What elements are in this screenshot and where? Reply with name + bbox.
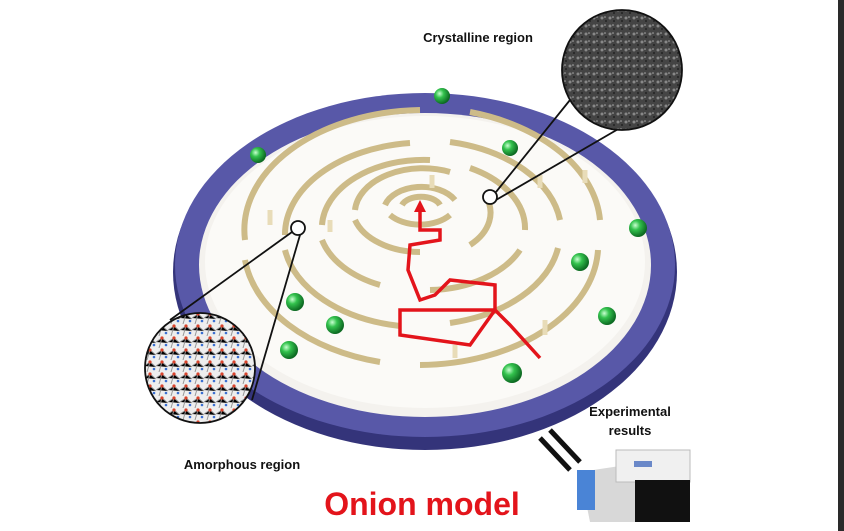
spectrometer-instrument [577, 449, 691, 522]
green-balls [250, 88, 647, 383]
maze-wall-spokes [267, 170, 588, 358]
sem-image [561, 9, 683, 131]
right-edge-border [838, 0, 844, 531]
equals-sign [538, 428, 582, 472]
molecular-simulation-image [144, 312, 256, 424]
onion-model-title: Onion model [324, 486, 520, 522]
amorphous-region-label: Amorphous region [183, 457, 301, 472]
experimental-results-label: Experimental results [589, 404, 671, 438]
amorphous-callout [144, 220, 306, 424]
crystalline-region-label: Crystalline region [423, 30, 533, 45]
path-arrowhead [414, 200, 426, 212]
red-path [398, 205, 542, 360]
crystalline-callout [482, 9, 683, 205]
